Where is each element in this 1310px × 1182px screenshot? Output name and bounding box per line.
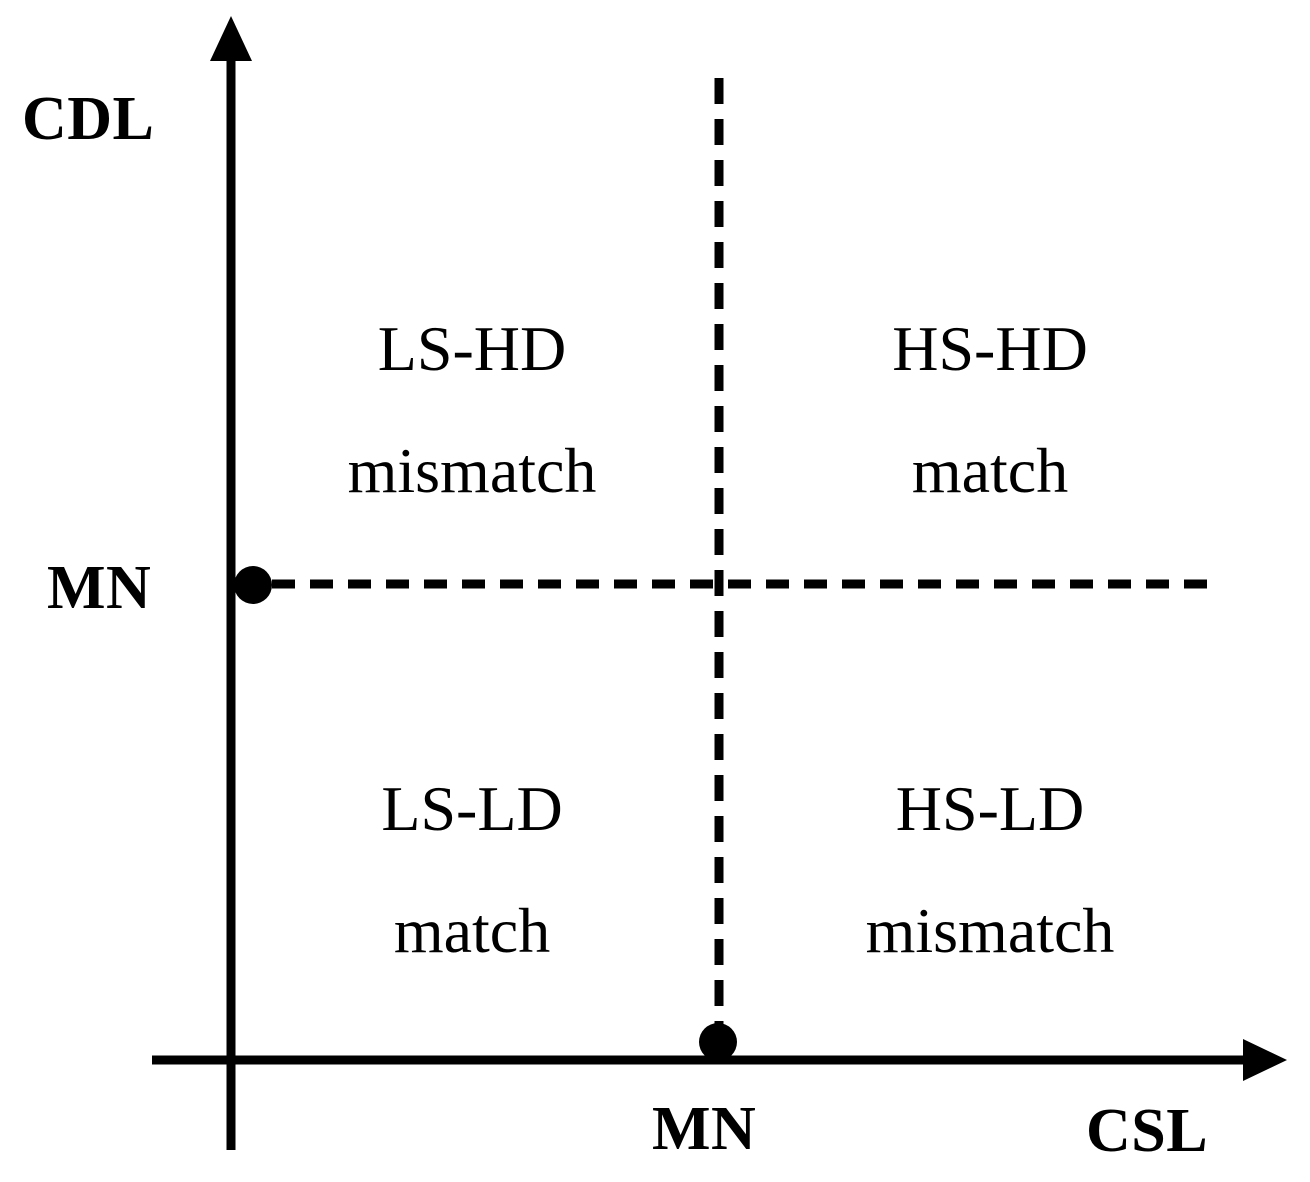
quadrant-top-left-code: LS-HD (377, 313, 567, 384)
y-axis-label: CDL (22, 85, 155, 153)
x-axis-threshold-dot (699, 1023, 737, 1061)
y-axis-tick-label-mn: MN (47, 554, 152, 622)
x-axis-tick-label-mn: MN (652, 1095, 757, 1163)
x-axis-arrowhead (1243, 1039, 1287, 1081)
quadrant-top-right-code: HS-HD (892, 313, 1088, 384)
quadrant-bottom-right-status: mismatch (865, 894, 1115, 966)
quadrant-label-bottom-right: HS-LD mismatch (790, 748, 1190, 991)
quadrant-bottom-left-code: LS-LD (381, 773, 563, 844)
quadrant-label-top-left: LS-HD mismatch (272, 288, 672, 531)
y-axis-arrowhead (210, 16, 252, 61)
quadrant-label-top-right: HS-HD match (790, 288, 1190, 531)
quadrant-bottom-right-code: HS-LD (895, 773, 1085, 844)
y-axis-threshold-dot (234, 566, 272, 604)
quadrant-top-right-status: match (911, 434, 1069, 506)
quadrant-bottom-left-status: match (393, 894, 551, 966)
x-axis-label: CSL (1086, 1097, 1209, 1165)
quadrant-top-left-status: mismatch (347, 434, 597, 506)
quadrant-label-bottom-left: LS-LD match (272, 748, 672, 991)
